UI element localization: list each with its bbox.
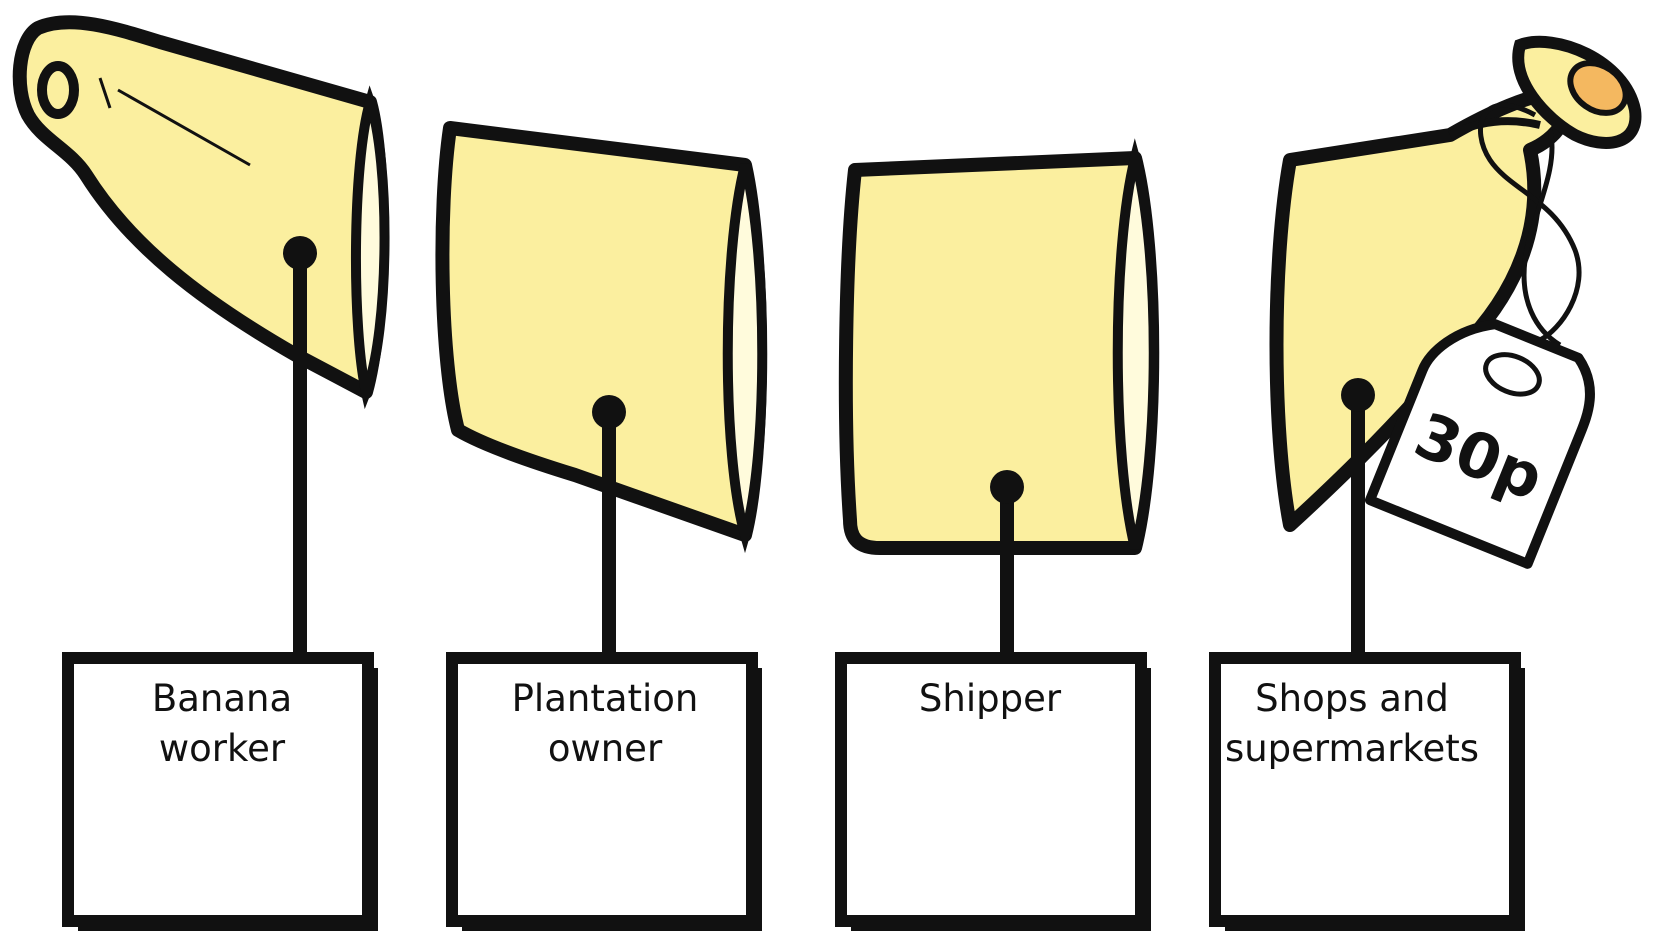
label-box-4: Shops and supermarkets [1215,658,1525,931]
label-box-3-line-1: Shipper [919,677,1062,720]
label-box-2-line-1: Plantation [512,677,699,720]
label-box-1: Banana worker [68,658,378,931]
label-box-1-line-2: worker [159,727,286,770]
label-box-4-line-1: Shops and [1255,677,1449,720]
label-box-1-line-1: Banana [152,677,292,720]
banana-piece-1 [20,22,385,392]
label-box-3: Shipper [841,658,1151,931]
label-box-2-line-2: owner [548,727,663,770]
label-box-2: Plantation owner [452,658,762,931]
label-box-4-line-2: supermarkets [1225,727,1479,770]
